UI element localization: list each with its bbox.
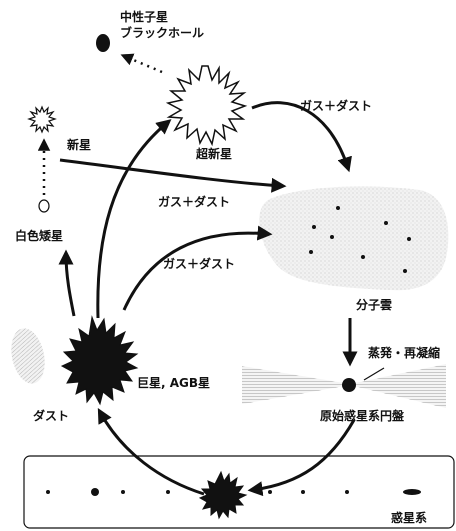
planet-dot (301, 490, 305, 494)
molecular-cloud-label: 分子雲 (356, 297, 392, 312)
arrow-giant-to-cloud (122, 225, 273, 311)
planet-with-rings (403, 489, 421, 495)
nova-burst-icon (27, 105, 57, 134)
molecular-cloud-shape (259, 186, 449, 291)
evaporation-pointer (363, 367, 385, 381)
arrow-giant-to-supernova (96, 119, 172, 319)
protoplanetary-disk-label: 原始惑星系円盤 (320, 408, 405, 423)
supernova-burst-icon (165, 65, 248, 147)
planetary-system-label: 惑星系 (391, 510, 427, 525)
planet-dot (91, 488, 99, 496)
cloud-star (361, 255, 365, 259)
supernova-label: 超新星 (195, 146, 232, 161)
sun-star-icon (198, 470, 248, 520)
arrow-planetary-to-giant (97, 408, 205, 496)
black-hole-dot (96, 34, 110, 52)
dust-patch-shape (11, 328, 45, 384)
cloud-star (309, 250, 313, 254)
protostar-dot (342, 378, 356, 392)
cloud-star (330, 235, 334, 239)
arrow-disk-to-planetary-system (247, 419, 356, 497)
gas-dust-label-1: ガス＋ダスト (300, 98, 372, 113)
neutron-star-label: 中性子星 (120, 9, 168, 24)
dotted-arrow-to-black-hole (120, 53, 163, 74)
giant-star-label: 巨星, AGB星 (137, 376, 210, 390)
planet-dot (166, 490, 170, 494)
dust-label: ダスト (33, 408, 69, 423)
cloud-star (312, 225, 316, 229)
arrow-supernova-to-cloud (251, 101, 352, 173)
cloud-star (336, 206, 340, 210)
planet-dot (46, 490, 50, 494)
arrow-giant-to-white-dwarf (58, 249, 76, 317)
white-dwarf-label: 白色矮星 (15, 228, 63, 243)
giant-star-icon (60, 315, 139, 406)
planet-dot (268, 490, 272, 494)
evaporation-label: 蒸発・再凝縮 (368, 345, 440, 360)
cloud-star (403, 269, 407, 273)
black-hole-label: ブラックホール (120, 25, 204, 40)
nova-label: 新星 (67, 137, 91, 152)
planet-dot (345, 490, 349, 494)
gas-dust-label-2: ガス＋ダスト (158, 194, 230, 209)
white-dwarf-circle (38, 199, 50, 213)
planet-dot (121, 490, 125, 494)
arrow-to-cloud-upper (59, 158, 287, 193)
cloud-star (407, 237, 411, 241)
gas-dust-label-3: ガス＋ダスト (163, 256, 235, 271)
cloud-star (384, 221, 388, 225)
